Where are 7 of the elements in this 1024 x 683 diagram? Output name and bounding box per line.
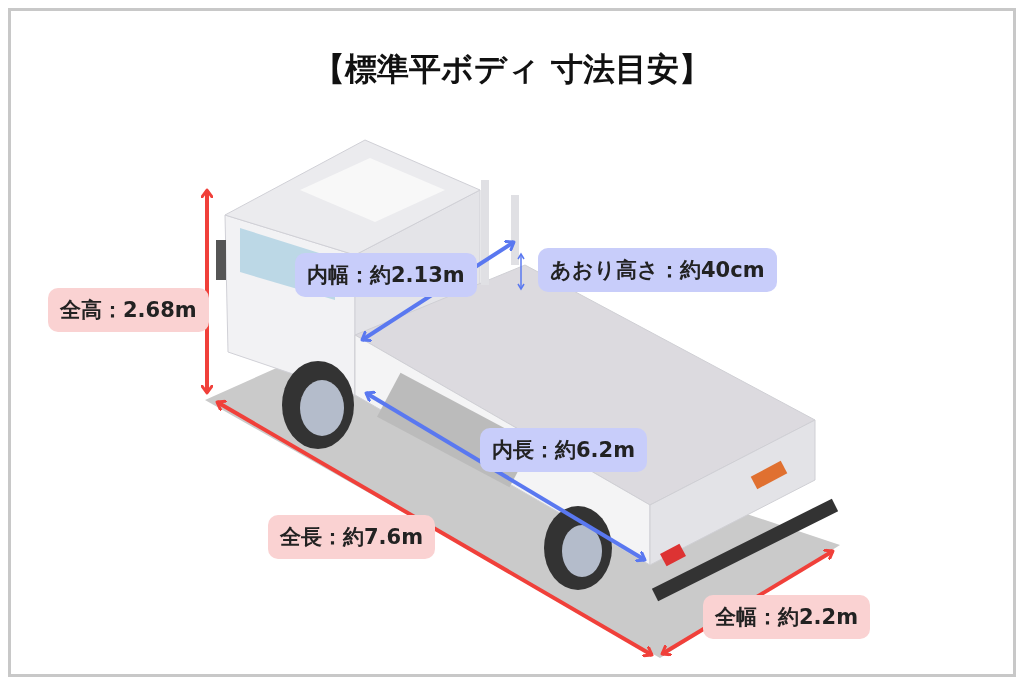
dimension-label: 全長：約7.6m xyxy=(268,515,436,559)
dimension-label: 内長：約6.2m xyxy=(480,428,648,472)
dimension-label: 内幅：約2.13m xyxy=(295,253,477,297)
dimension-label: 全高：2.68m xyxy=(48,288,209,332)
dimension-label: あおり高さ：約40cm xyxy=(538,248,777,292)
dimension-label: 全幅：約2.2m xyxy=(703,595,871,639)
title: 【標準平ボディ 寸法目安】 xyxy=(311,49,713,90)
